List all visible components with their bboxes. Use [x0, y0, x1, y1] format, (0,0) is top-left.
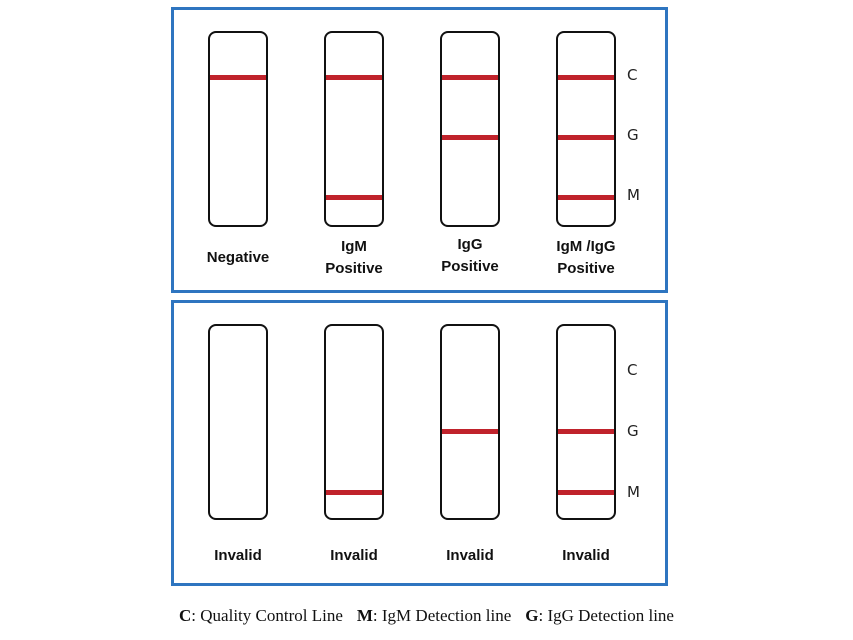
- control-line-band: [558, 74, 614, 80]
- control-line-band: [442, 74, 498, 80]
- strip-label-igm-positive: IgM Positive: [299, 236, 409, 280]
- legend-key-g: G: [525, 606, 539, 625]
- strip-label-line: Negative: [206, 249, 270, 266]
- igg-line-band: [558, 134, 614, 140]
- igm-line-band: [558, 194, 614, 200]
- legend-footer: C: Quality Control Line M: IgM Detection …: [0, 606, 853, 626]
- test-strip-igm-igg-positive: [556, 31, 616, 227]
- strip-label-line: Positive: [325, 260, 383, 277]
- c-line-letter: C: [627, 66, 638, 84]
- g-line-letter: G: [627, 422, 639, 440]
- test-strip-invalid-3: [440, 324, 500, 520]
- test-strip-invalid-4: [556, 324, 616, 520]
- strip-label-line: IgM: [341, 238, 367, 255]
- igm-line-band: [326, 489, 382, 495]
- strip-label-invalid: Invalid: [531, 545, 641, 567]
- strip-label-line: IgG: [457, 236, 483, 253]
- strip-label-line: Positive: [441, 258, 499, 275]
- top-panel: Negative IgM Positive IgG Positive IgM /…: [171, 7, 668, 293]
- strip-label-invalid: Invalid: [183, 545, 293, 567]
- strip-label-line: Invalid: [446, 547, 494, 564]
- strip-label-invalid: Invalid: [415, 545, 525, 567]
- m-line-letter: M: [627, 483, 640, 501]
- test-strip-igg-positive: [440, 31, 500, 227]
- strip-label-line: Invalid: [214, 547, 262, 564]
- bottom-panel: Invalid Invalid Invalid Invalid C G M: [171, 300, 668, 586]
- igm-line-band: [558, 489, 614, 495]
- m-line-letter: M: [627, 186, 640, 204]
- g-line-letter: G: [627, 126, 639, 144]
- strip-label-negative: Negative: [183, 247, 293, 269]
- igg-line-band: [442, 134, 498, 140]
- test-strip-invalid-2: [324, 324, 384, 520]
- control-line-band: [210, 74, 266, 80]
- strip-label-igm-igg-positive: IgM /IgG Positive: [531, 236, 641, 280]
- test-strip-igm-positive: [324, 31, 384, 227]
- legend-key-m: M: [356, 606, 373, 625]
- strip-label-line: Invalid: [562, 547, 610, 564]
- c-line-letter: C: [627, 361, 638, 379]
- legend-text-g: : IgG Detection line: [538, 606, 674, 625]
- legend-key-c: C: [179, 606, 192, 625]
- strip-label-line: Positive: [557, 260, 615, 277]
- legend-text-m: : IgM Detection line: [372, 606, 512, 625]
- strip-label-invalid: Invalid: [299, 545, 409, 567]
- strip-label-igg-positive: IgG Positive: [415, 234, 525, 278]
- igm-line-band: [326, 194, 382, 200]
- control-line-band: [326, 74, 382, 80]
- legend-text-c: : Quality Control Line: [191, 606, 343, 625]
- igg-line-band: [442, 428, 498, 434]
- strip-label-line: IgM /IgG: [556, 238, 616, 255]
- igg-line-band: [558, 428, 614, 434]
- test-strip-negative: [208, 31, 268, 227]
- test-strip-invalid-1: [208, 324, 268, 520]
- strip-label-line: Invalid: [330, 547, 378, 564]
